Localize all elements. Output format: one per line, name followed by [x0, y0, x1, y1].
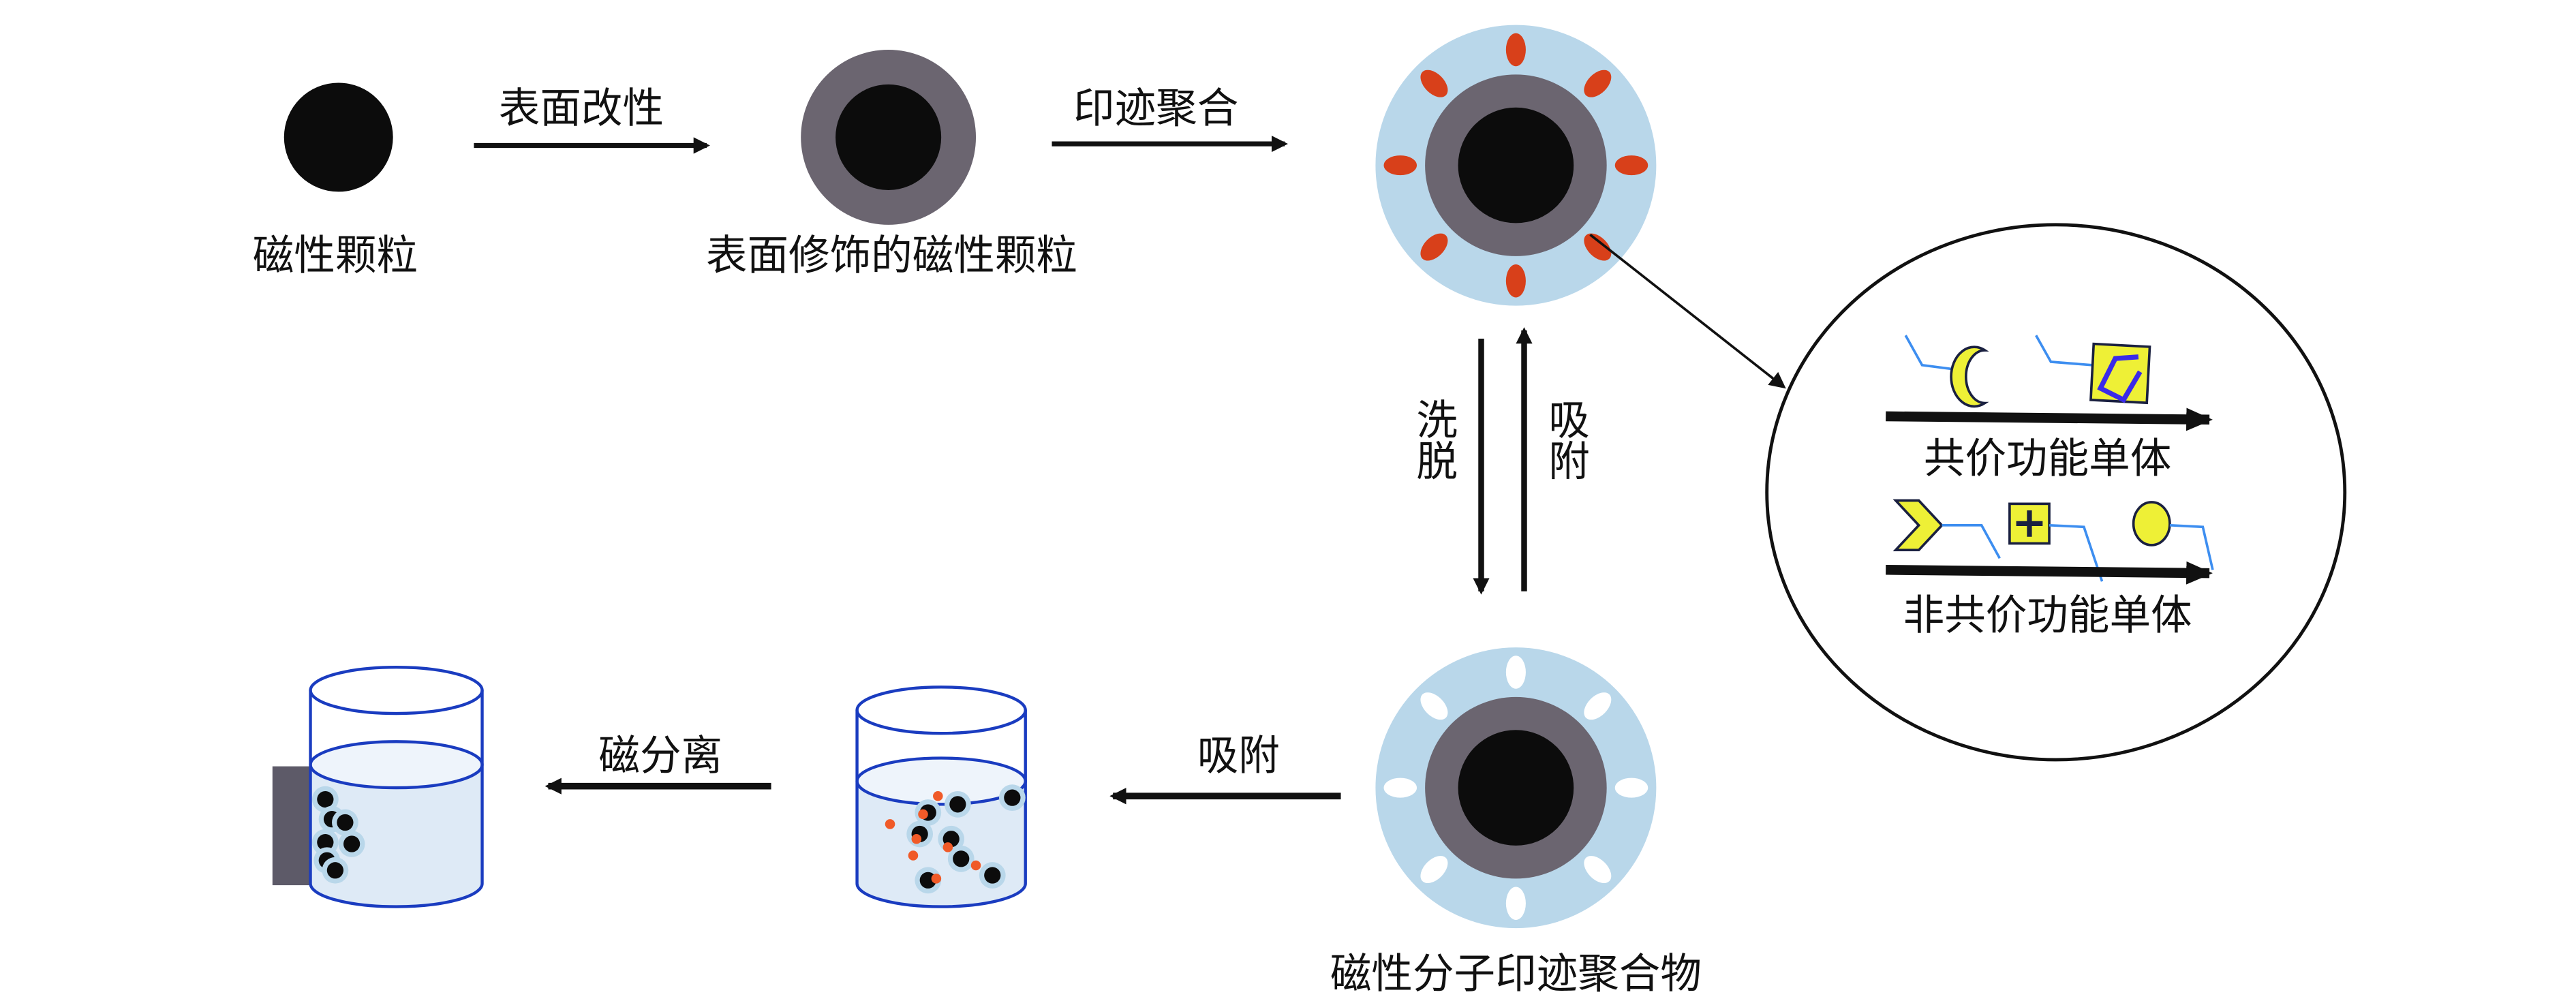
imprint-cavity: [1505, 656, 1526, 689]
chevron-monomer-icon: [1892, 499, 1944, 552]
template-molecule: [1614, 155, 1649, 176]
target-molecule: [885, 819, 895, 829]
template-molecule: [1420, 70, 1448, 97]
mip-label: 磁性分子印迹聚合物: [1330, 950, 1702, 998]
template-molecule: [1505, 33, 1526, 67]
magnet: [272, 766, 311, 886]
target-molecule: [933, 790, 943, 801]
noncovalent-monomer-label: 非共价功能单体: [1903, 592, 2192, 640]
zoom-pointer-arrow: [1589, 233, 1786, 389]
beaker-mixture: [855, 686, 1027, 908]
target-molecule: [942, 842, 953, 852]
template-molecule: [1383, 155, 1417, 176]
imprinted-particle-with-template: [1375, 25, 1657, 306]
magnetic-separation-label: 磁分离: [598, 732, 722, 780]
target-molecule: [918, 809, 928, 820]
functional-monomer-inset: 共价功能单体 非共价功能单体: [1765, 223, 2347, 762]
crescent-monomer-icon: [1950, 345, 1989, 408]
target-molecule: [911, 833, 922, 844]
target-molecule: [908, 850, 919, 861]
imprint-cavity: [1420, 856, 1448, 884]
imprint-cavity: [1584, 692, 1612, 720]
elution-label: 洗脱: [1409, 398, 1457, 480]
modified-particle: [801, 50, 977, 225]
adsorption-label: 吸附: [1197, 732, 1280, 780]
template-molecule: [1420, 233, 1448, 261]
template-molecule: [1584, 70, 1612, 97]
magnetic-particle-label: 磁性颗粒: [253, 232, 418, 279]
template-molecule: [1505, 264, 1526, 298]
imprint-cavity: [1584, 856, 1612, 884]
modified-particle-label: 表面修饰的磁性颗粒: [706, 232, 1077, 279]
target-molecule: [970, 860, 981, 871]
covalent-monomer-label: 共价功能单体: [1924, 435, 2171, 482]
imprint-cavity: [1420, 692, 1448, 720]
template-molecule: [1584, 233, 1612, 261]
imprint-cavity: [1505, 887, 1526, 920]
adsorption-vertical-label: 吸附: [1542, 398, 1589, 480]
surface-modification-label: 表面改性: [499, 85, 664, 133]
beaker-separated: [309, 666, 484, 908]
mip-particle: [1375, 647, 1657, 929]
magnetic-particle: [283, 82, 393, 192]
target-molecule: [931, 874, 942, 884]
circle-monomer-icon: [2132, 501, 2171, 546]
imprint-polymerization-label: 印迹聚合: [1073, 85, 1238, 133]
imprint-cavity: [1614, 777, 1649, 798]
imprint-cavity: [1383, 777, 1417, 798]
